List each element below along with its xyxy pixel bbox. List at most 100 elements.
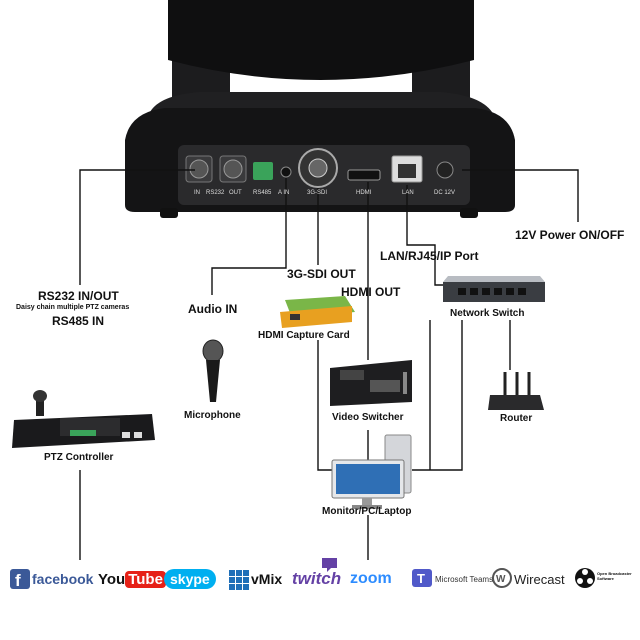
microphone-device bbox=[202, 339, 224, 402]
port-label-sdi: 3G-SDI bbox=[307, 190, 328, 196]
vmix-icon-cell-7 bbox=[229, 584, 235, 590]
switch-port-5 bbox=[506, 288, 514, 295]
daisy-chain-label: Daisy chain multiple PTZ cameras bbox=[16, 304, 130, 311]
twitch-bubble-icon bbox=[322, 558, 337, 572]
facebook-logo: facebook bbox=[32, 565, 93, 593]
port-label-rs232: RS232 bbox=[206, 190, 225, 196]
obs-icon-dot-1 bbox=[582, 569, 588, 575]
microphone-label: Microphone bbox=[184, 410, 241, 421]
zoom-logo-text: zoom bbox=[350, 570, 392, 587]
teams-icon bbox=[412, 569, 432, 587]
youtube-logo-tube: Tube bbox=[125, 570, 166, 588]
lan-socket bbox=[398, 164, 416, 178]
vmix-icon-cell-5 bbox=[236, 577, 242, 583]
obs-logo-line-2: Software bbox=[597, 576, 614, 581]
port-label-ain: A IN bbox=[278, 190, 290, 196]
youtube-logo: You Tube bbox=[98, 565, 166, 593]
vmix-icon-cell-6 bbox=[243, 577, 249, 583]
skype-logo-text: skype bbox=[164, 569, 216, 589]
skype-logo: skype bbox=[164, 565, 216, 593]
wirecast-logo: Wirecast bbox=[514, 565, 565, 593]
switch-pc-line bbox=[412, 320, 463, 471]
teams-logo: Microsoft Teams bbox=[435, 565, 493, 593]
capture-card-device bbox=[280, 296, 355, 328]
port-label-lan: LAN bbox=[402, 190, 414, 196]
youtube-logo-you: You bbox=[98, 570, 126, 588]
camera-foot-right bbox=[460, 208, 478, 218]
camera-foot-left bbox=[160, 208, 178, 218]
rs232-inout-label: RS232 IN/OUT bbox=[38, 289, 119, 303]
wirecast-icon bbox=[492, 568, 512, 588]
port-label-dc: DC 12V bbox=[434, 190, 456, 196]
vmix-icon bbox=[229, 570, 249, 590]
port-label-rs485: RS485 bbox=[253, 190, 272, 196]
switch-port-4 bbox=[494, 288, 502, 295]
facebook-logo-text: facebook bbox=[32, 571, 94, 587]
vmix-logo-text: vMix bbox=[251, 571, 283, 587]
capture-card-port bbox=[290, 314, 300, 320]
network-switch bbox=[443, 276, 545, 302]
switch-port-6 bbox=[518, 288, 526, 295]
audio-in-jack bbox=[280, 166, 292, 178]
switcher-buttons bbox=[370, 380, 400, 392]
port-label-hdmi: HDMI bbox=[356, 190, 372, 196]
monitor-base bbox=[352, 505, 382, 509]
lan-line bbox=[406, 185, 445, 286]
connection-lines bbox=[79, 169, 579, 560]
network-switch-label: Network Switch bbox=[450, 308, 525, 319]
switch-port-1 bbox=[458, 288, 466, 295]
video-switcher-device bbox=[330, 360, 412, 406]
twitch-logo: twitch bbox=[292, 565, 341, 593]
obs-icon-dot-2 bbox=[577, 578, 583, 584]
teams-logo-text: Microsoft Teams bbox=[435, 574, 494, 584]
facebook-icon bbox=[10, 569, 30, 589]
wirecast-w-glyph: W bbox=[496, 574, 506, 585]
rs485-terminal bbox=[253, 162, 273, 180]
capture-card-label: HDMI Capture Card bbox=[258, 330, 350, 341]
monitor-pc-label: Monitor/PC/Laptop bbox=[322, 506, 412, 517]
joystick-stem bbox=[36, 396, 44, 416]
monitor-stand bbox=[362, 498, 372, 506]
lan-port-label: LAN/RJ45/IP Port bbox=[380, 249, 479, 263]
switcher-screen bbox=[340, 370, 364, 380]
vmix-icon-cell-9 bbox=[243, 584, 249, 590]
switch-top bbox=[443, 276, 545, 282]
switch-port-2 bbox=[470, 288, 478, 295]
video-switcher-label: Video Switcher bbox=[332, 412, 404, 423]
vmix-icon-cell-3 bbox=[243, 570, 249, 576]
ptz-camera bbox=[125, 0, 515, 218]
twitch-logo-text: twitch bbox=[292, 569, 342, 588]
facebook-f-glyph: f bbox=[15, 571, 21, 590]
camera-head bbox=[168, 0, 474, 80]
mic-head bbox=[202, 339, 224, 363]
teams-t-glyph: T bbox=[417, 571, 425, 586]
controller-port-1 bbox=[122, 432, 130, 438]
mic-handle bbox=[206, 360, 220, 402]
obs-logo: Open Broadcaster Software bbox=[597, 571, 632, 587]
controller-keys bbox=[70, 430, 96, 436]
audio-line bbox=[211, 178, 287, 295]
controller-port-2 bbox=[134, 432, 142, 438]
capture-card-body bbox=[280, 306, 352, 328]
rs232-out-socket bbox=[223, 159, 243, 179]
router-device bbox=[488, 372, 544, 410]
vmix-icon-cell-4 bbox=[229, 577, 235, 583]
vmix-logo: vMix bbox=[251, 565, 282, 593]
dc-jack bbox=[436, 161, 454, 179]
joystick-knob bbox=[33, 390, 47, 402]
power-line bbox=[462, 169, 579, 222]
port-label-out: OUT bbox=[229, 190, 242, 196]
monitor-screen bbox=[336, 464, 400, 494]
hdmi-port bbox=[347, 169, 381, 181]
port-label-in: IN bbox=[194, 190, 200, 196]
switcher-fader bbox=[403, 372, 407, 394]
vmix-icon-cell-1 bbox=[229, 570, 235, 576]
ptz-controller-device bbox=[12, 390, 155, 448]
vmix-icon-cell-8 bbox=[236, 584, 242, 590]
obs-logo-line-1: Open Broadcaster bbox=[597, 571, 632, 576]
router-label: Router bbox=[500, 413, 533, 424]
rs232-line bbox=[79, 169, 195, 285]
router-body bbox=[488, 395, 544, 410]
ptz-controller-label: PTZ Controller bbox=[44, 452, 114, 463]
